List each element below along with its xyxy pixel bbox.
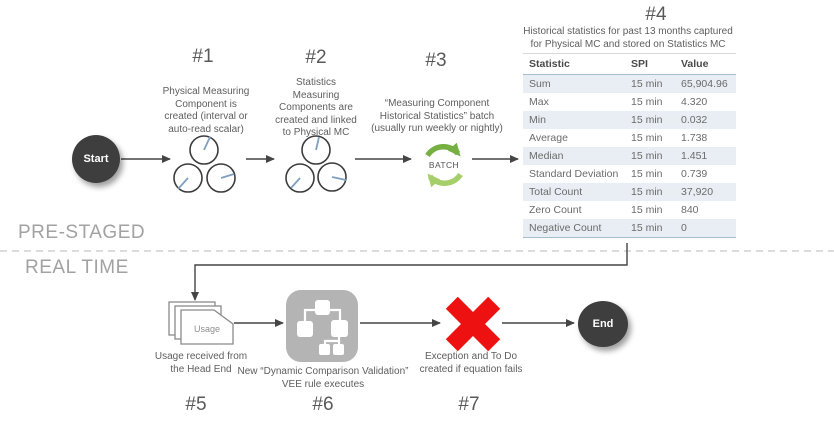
cell-value: 0.032 bbox=[681, 114, 708, 126]
cell-statistic: Min bbox=[529, 114, 546, 126]
cell-statistic: Standard Deviation bbox=[529, 168, 619, 180]
cell-value: 37,920 bbox=[681, 186, 714, 198]
cell-spi: 15 min bbox=[631, 96, 663, 108]
flow-arrows bbox=[121, 155, 628, 327]
error-x-icon bbox=[445, 296, 501, 352]
zone-label-pre-staged: PRE-STAGED bbox=[18, 222, 146, 243]
cell-value: 1.738 bbox=[681, 132, 708, 144]
cell-spi: 15 min bbox=[631, 168, 663, 180]
start-node-label: Start bbox=[83, 153, 109, 165]
step1-caption: Physical Measuring Component is created … bbox=[162, 86, 250, 135]
end-node-label: End bbox=[592, 318, 614, 330]
col-header-statistic: Statistic bbox=[523, 53, 625, 75]
step3-caption: “Measuring Component Historical Statisti… bbox=[371, 98, 503, 134]
cell-value: 840 bbox=[681, 204, 699, 216]
step4-caption: Historical statistics for past 13 months… bbox=[523, 26, 733, 50]
cell-statistic: Zero Count bbox=[529, 204, 582, 216]
gauge-cluster-2-icon bbox=[285, 135, 347, 193]
table-row: Median 15 min 1.451 bbox=[523, 147, 736, 165]
cell-value: 0 bbox=[675, 219, 736, 238]
cell-value: 0.739 bbox=[681, 168, 708, 180]
gauge-cluster-1-icon bbox=[173, 135, 236, 193]
cell-statistic: Median bbox=[529, 150, 564, 162]
step5-caption: Usage received from the Head End bbox=[154, 351, 248, 375]
cell-value: 65,904.96 bbox=[681, 78, 728, 90]
cell-spi: 15 min bbox=[631, 132, 663, 144]
step1-number: #1 bbox=[192, 46, 214, 67]
batch-icon bbox=[425, 142, 463, 188]
step3-number: #3 bbox=[425, 50, 447, 71]
batch-icon-label: BATCH bbox=[428, 160, 460, 170]
cell-spi: 15 min bbox=[631, 150, 663, 162]
usage-icon-label: Usage bbox=[193, 324, 221, 334]
table-row: Negative Count 15 min 0 bbox=[523, 219, 736, 238]
usage-stack-icon bbox=[168, 301, 234, 345]
table-row: Standard Deviation 15 min 0.739 bbox=[523, 165, 736, 183]
table-header-row: Statistic SPI Value bbox=[523, 53, 736, 75]
cell-value: 1.451 bbox=[681, 150, 708, 162]
step7-caption: Exception and To Do created if equation … bbox=[419, 351, 523, 375]
col-header-value: Value bbox=[675, 53, 736, 75]
cell-spi: 15 min bbox=[631, 204, 663, 216]
cell-spi: 15 min bbox=[631, 78, 663, 90]
cell-statistic: Average bbox=[529, 132, 568, 144]
table-row: Sum 15 min 65,904.96 bbox=[523, 74, 736, 93]
step2-number: #2 bbox=[305, 47, 327, 68]
cell-spi: 15 min bbox=[631, 186, 663, 198]
table-row: Max 15 min 4.320 bbox=[523, 93, 736, 111]
cell-spi: 15 min bbox=[631, 114, 663, 126]
step5-number: #5 bbox=[185, 394, 207, 415]
step6-caption: New “Dynamic Comparison Validation” VEE … bbox=[237, 366, 409, 390]
end-node: End bbox=[578, 301, 628, 347]
cell-statistic: Total Count bbox=[529, 186, 583, 198]
col-header-spi: SPI bbox=[625, 53, 675, 75]
cell-statistic: Negative Count bbox=[523, 219, 625, 238]
cell-spi: 15 min bbox=[625, 219, 675, 238]
step7-number: #7 bbox=[458, 394, 480, 415]
cell-statistic: Sum bbox=[529, 78, 551, 90]
table-row: Total Count 15 min 37,920 bbox=[523, 183, 736, 201]
cell-statistic: Max bbox=[529, 96, 549, 108]
statistics-table: Statistic SPI Value Sum 15 min 65,904.96… bbox=[523, 53, 736, 238]
step4-number: #4 bbox=[645, 4, 667, 25]
start-node: Start bbox=[72, 135, 120, 183]
table-row: Zero Count 15 min 840 bbox=[523, 201, 736, 219]
vee-rule-icon bbox=[286, 290, 358, 362]
table-row: Min 15 min 0.032 bbox=[523, 111, 736, 129]
cell-value: 4.320 bbox=[681, 96, 708, 108]
step6-number: #6 bbox=[312, 394, 334, 415]
table-row: Average 15 min 1.738 bbox=[523, 129, 736, 147]
arrow-table-to-usage bbox=[191, 243, 628, 301]
step2-caption: Statistics Measuring Components are crea… bbox=[275, 77, 357, 138]
zone-label-real-time: REAL TIME bbox=[25, 257, 129, 278]
